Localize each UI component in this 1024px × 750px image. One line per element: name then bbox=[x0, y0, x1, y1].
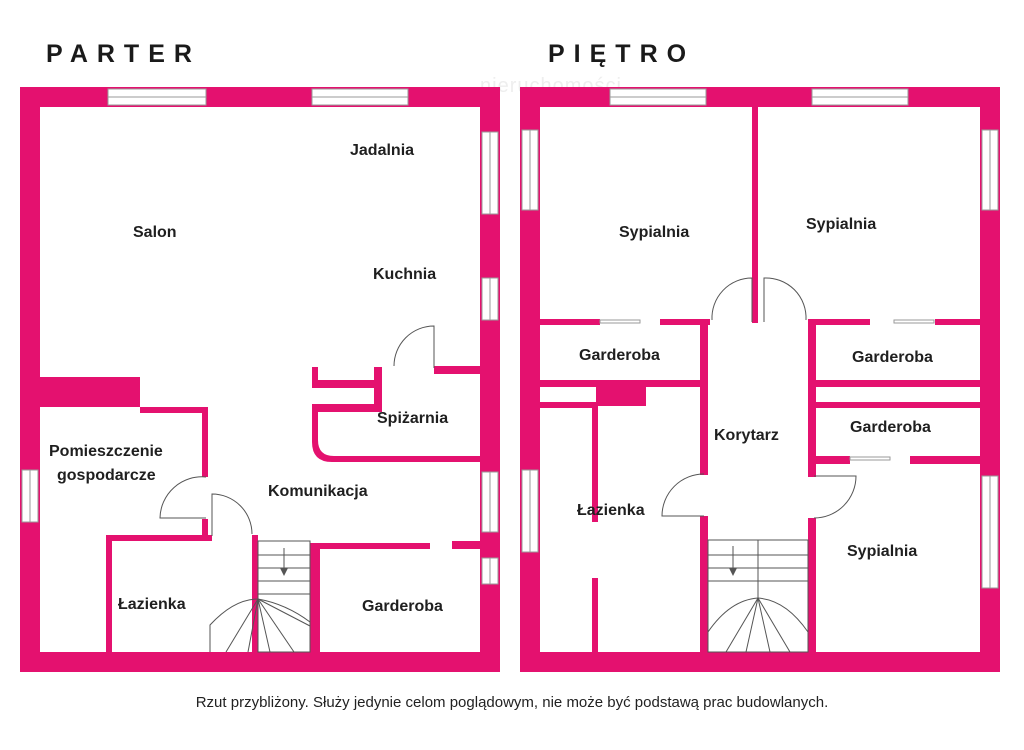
wall bbox=[700, 319, 708, 475]
wall bbox=[452, 541, 482, 549]
wall bbox=[596, 380, 646, 406]
wall bbox=[40, 377, 140, 407]
wall bbox=[592, 402, 598, 522]
room-label-kuchnia: Kuchnia bbox=[373, 266, 436, 283]
wall bbox=[20, 652, 500, 672]
wall bbox=[374, 367, 382, 405]
wall bbox=[20, 87, 40, 672]
wall bbox=[202, 407, 208, 477]
door-swing bbox=[813, 475, 857, 519]
wall bbox=[310, 543, 320, 655]
door-swing bbox=[393, 325, 435, 368]
wall bbox=[252, 535, 258, 655]
pietro-doors bbox=[661, 277, 857, 519]
wall bbox=[520, 652, 1000, 672]
wall bbox=[592, 578, 598, 654]
wall bbox=[815, 402, 980, 408]
wall bbox=[434, 366, 482, 374]
parter-window-mullions bbox=[29, 96, 491, 584]
room-label-komunikacja: Komunikacja bbox=[268, 483, 368, 500]
wall bbox=[910, 456, 980, 464]
wall bbox=[540, 402, 598, 408]
door-swing bbox=[159, 476, 207, 519]
wall bbox=[312, 404, 480, 462]
room-label-lazienka: Łazienka bbox=[118, 596, 186, 613]
door-swing bbox=[711, 277, 753, 322]
wall bbox=[520, 87, 1000, 107]
wall bbox=[752, 107, 758, 323]
wall bbox=[808, 319, 816, 477]
floor-title-pietro: PIĘTRO bbox=[548, 40, 696, 68]
wall bbox=[935, 319, 980, 325]
room-label-garderoba-2: Garderoba bbox=[852, 349, 933, 366]
sliding-door bbox=[849, 456, 891, 461]
floor-title-parter: PARTER bbox=[46, 40, 201, 68]
room-label-garderoba: Garderoba bbox=[362, 598, 443, 615]
pietro-window-mullions bbox=[529, 96, 991, 588]
wall bbox=[106, 535, 212, 541]
room-label-sypialnia-2: Sypialnia bbox=[806, 216, 876, 233]
room-label-jadalnia: Jadalnia bbox=[350, 142, 414, 159]
wall bbox=[316, 404, 382, 412]
pietro-plan bbox=[520, 87, 1000, 672]
wall bbox=[540, 319, 600, 325]
room-label-korytarz: Korytarz bbox=[714, 427, 779, 444]
wall bbox=[20, 87, 500, 107]
stair-arrow-icon bbox=[729, 568, 737, 576]
parter-plan bbox=[20, 87, 500, 672]
door-swing bbox=[763, 277, 807, 322]
wall bbox=[312, 367, 318, 387]
room-label-spizarnia: Spiżarnia bbox=[377, 410, 448, 427]
room-label-garderoba-3: Garderoba bbox=[850, 419, 931, 436]
floor-plan: nieruchomości bbox=[20, 75, 1000, 672]
pietro-stairs bbox=[707, 539, 809, 653]
wall bbox=[810, 319, 870, 325]
room-label-salon: Salon bbox=[133, 224, 177, 241]
room-label-lazienka-pietro: Łazienka bbox=[577, 502, 645, 519]
sliding-door bbox=[893, 319, 935, 324]
parter-doors bbox=[159, 325, 435, 536]
door-swing bbox=[211, 493, 253, 536]
room-label-garderoba-1: Garderoba bbox=[579, 347, 660, 364]
room-label-sypialnia-1: Sypialnia bbox=[619, 224, 689, 241]
wall bbox=[815, 456, 850, 464]
room-label-sypialnia-3: Sypialnia bbox=[847, 543, 917, 560]
wall bbox=[106, 535, 112, 655]
room-label-gospodarcze: gospodarcze bbox=[57, 467, 156, 484]
door-swing bbox=[661, 473, 705, 517]
wall bbox=[700, 516, 708, 656]
wall bbox=[312, 380, 376, 388]
stair-arrow-icon bbox=[280, 568, 288, 576]
disclaimer-text: Rzut przybliżony. Służy jedynie celom po… bbox=[195, 694, 829, 711]
wall bbox=[140, 407, 208, 413]
parter-stairs bbox=[209, 540, 311, 653]
wall bbox=[310, 543, 430, 549]
wall bbox=[660, 319, 710, 325]
room-label-pomieszczenie: Pomieszczenie bbox=[49, 443, 163, 460]
wall bbox=[202, 519, 208, 539]
wall bbox=[815, 380, 980, 387]
parter-windows bbox=[21, 88, 499, 585]
sliding-door bbox=[599, 319, 641, 324]
wall bbox=[808, 518, 816, 656]
